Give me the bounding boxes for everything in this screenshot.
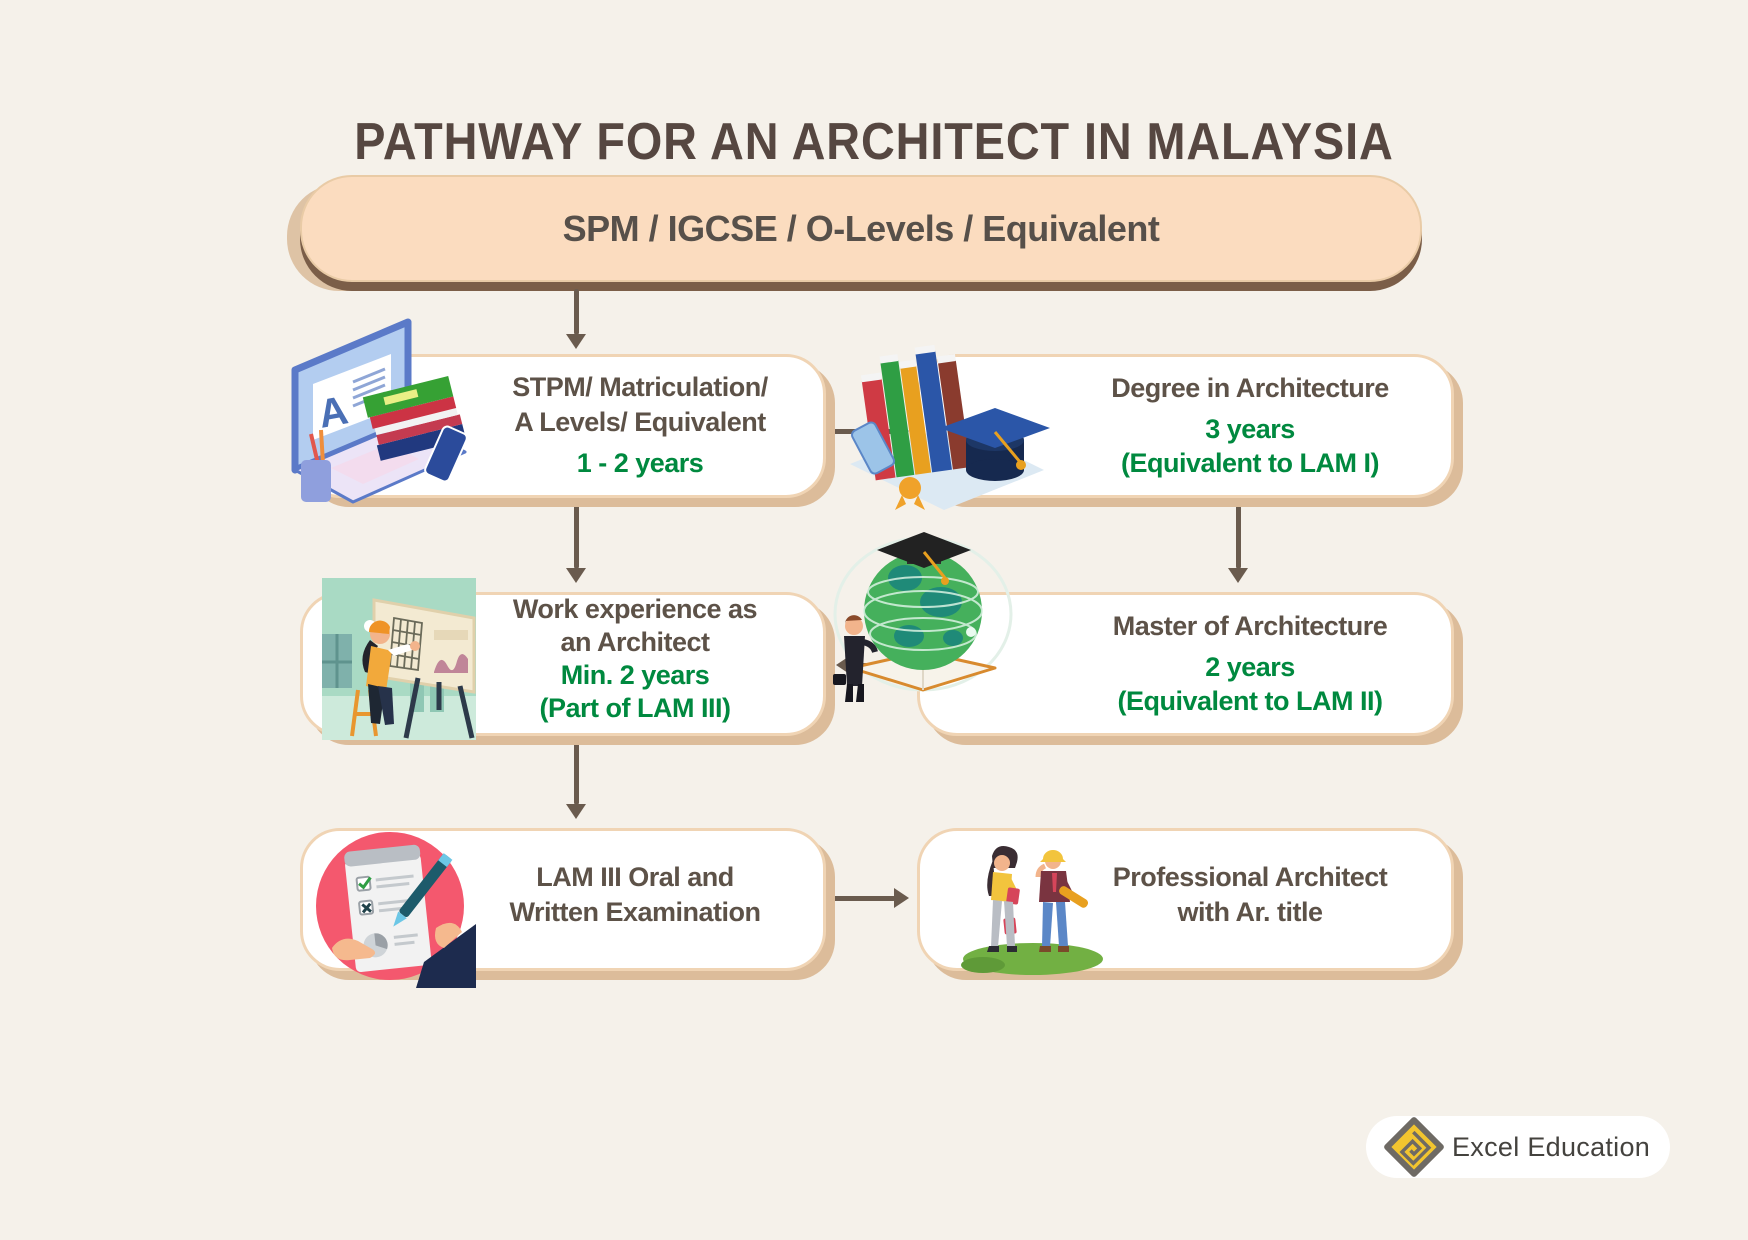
arrow-shaft (574, 501, 579, 569)
master-equivalence: (Equivalent to LAM II) (1117, 686, 1384, 716)
arrow-shaft (574, 289, 579, 335)
arrow-down-head-icon (566, 568, 586, 583)
arrow-shaft (574, 740, 579, 805)
laptop-books-illustration: A (291, 318, 468, 504)
master-node-text: Master of Architecture 2 years (Equivale… (1060, 609, 1440, 718)
master-duration: 2 years (1205, 652, 1295, 682)
stpm-title-line2: A Levels/ Equivalent (514, 407, 766, 437)
work-duration: Min. 2 years (560, 660, 710, 690)
master-node-box (917, 592, 1454, 736)
architect-drawing-illustration (322, 578, 476, 740)
books-graduation-cap-illustration (850, 344, 1050, 510)
page-title: PATHWAY FOR AN ARCHITECT IN MALAYSIA (354, 113, 1394, 171)
master-title: Master of Architecture (1112, 611, 1388, 641)
work-title-line2: an Architect (560, 627, 710, 657)
lam-title-line1: LAM III Oral and (536, 862, 734, 892)
professional-node-text: Professional Architect with Ar. title (1060, 860, 1440, 930)
lam-title-line2: Written Examination (509, 897, 761, 927)
stpm-title-line1: STPM/ Matriculation/ (512, 372, 768, 402)
work-title-line1: Work experience as (512, 594, 758, 624)
stpm-node-text: STPM/ Matriculation/ A Levels/ Equivalen… (460, 370, 820, 480)
degree-title: Degree in Architecture (1111, 373, 1389, 403)
arrow-shaft (832, 896, 896, 901)
excel-education-logo-text: Excel Education (1452, 1132, 1651, 1162)
arrow-right-head-icon (894, 888, 909, 908)
work-node-text: Work experience as an Architect Min. 2 y… (450, 593, 820, 725)
arrow-shaft (1236, 505, 1241, 569)
arrow-down-head-icon (566, 804, 586, 819)
stpm-duration: 1 - 2 years (576, 448, 704, 478)
lam-node-text: LAM III Oral and Written Examination (450, 860, 820, 930)
exam-checklist-illustration (316, 832, 476, 988)
excel-education-diamond-icon (1384, 1117, 1444, 1177)
globe-graduation-illustration (833, 532, 1013, 702)
spm-start-label: SPM / IGCSE / O-Levels / Equivalent (562, 208, 1160, 249)
architects-people-illustration (961, 846, 1103, 975)
work-equivalence: (Part of LAM III) (539, 693, 731, 723)
professional-title-line1: Professional Architect (1112, 862, 1388, 892)
degree-duration: 3 years (1205, 414, 1295, 444)
spm-start-box: SPM / IGCSE / O-Levels / Equivalent (300, 175, 1422, 282)
degree-node-text: Degree in Architecture 3 years (Equivale… (1060, 371, 1440, 480)
degree-equivalence: (Equivalent to LAM I) (1121, 448, 1379, 478)
professional-title-line2: with Ar. title (1177, 897, 1323, 927)
arrow-down-head-icon (566, 334, 586, 349)
arrow-down-head-icon (1228, 568, 1248, 583)
